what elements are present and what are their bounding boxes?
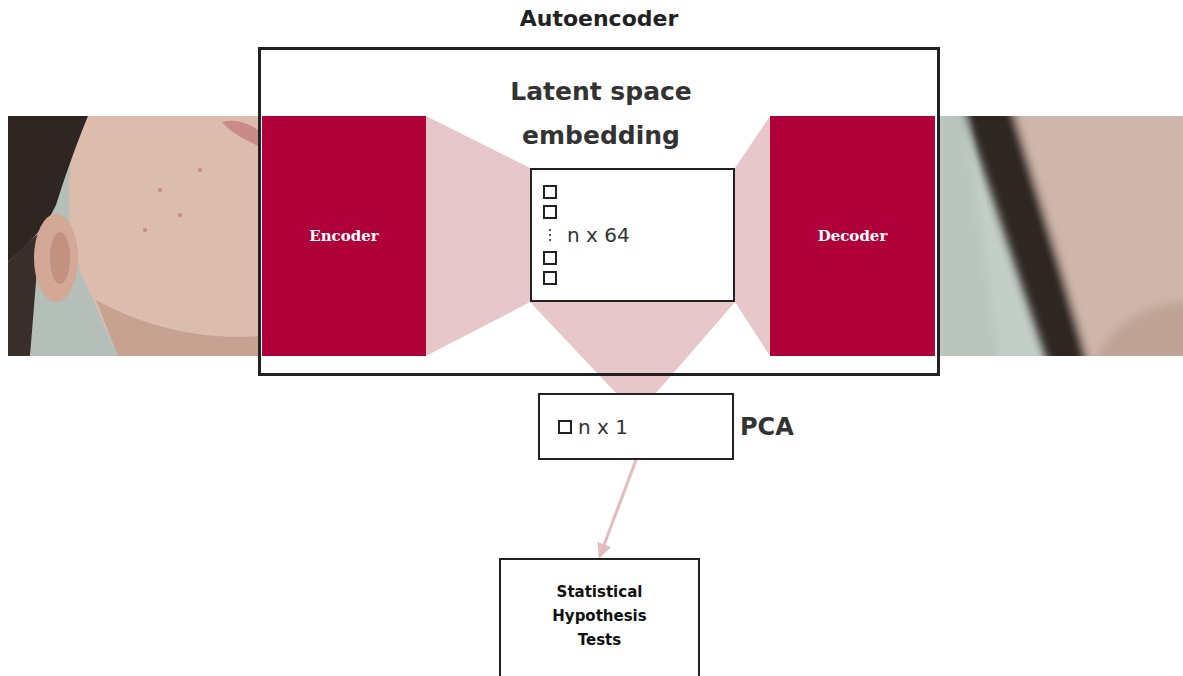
projection-band	[426, 116, 530, 356]
skin-spot	[143, 228, 147, 232]
dot	[549, 239, 551, 241]
neck-shadow	[1090, 300, 1183, 356]
lips	[222, 121, 258, 146]
decoder-block: Decoder	[770, 116, 935, 356]
vector-cell	[543, 271, 557, 285]
dimension-label: n x 1	[578, 415, 628, 439]
block-label: Decoder	[818, 227, 888, 245]
skin-spot	[178, 213, 182, 217]
ear-inner	[50, 232, 70, 284]
vector-cell	[543, 185, 557, 199]
box-label: Statistical Hypothesis Tests	[535, 580, 665, 652]
latent-heading: Latent space embedding	[481, 70, 721, 158]
encoder-block: Encoder	[262, 116, 426, 356]
block-label: Encoder	[309, 227, 378, 245]
flow-arrow	[600, 460, 637, 557]
dimension-label: n x 64	[567, 223, 630, 247]
face-skin	[69, 116, 258, 356]
dot	[549, 229, 551, 231]
pca-box: n x 1PCA	[538, 393, 734, 460]
photo-background	[8, 116, 258, 356]
vector-cell	[543, 205, 557, 219]
model-box: AutoencoderEncoderLatent space embedding…	[258, 47, 940, 376]
vector-cell	[543, 251, 557, 265]
projection-band	[530, 302, 735, 393]
ear	[34, 214, 78, 302]
test-box: Statistical Hypothesis Tests	[499, 558, 700, 676]
skin-spot	[198, 168, 202, 172]
reconstructed-photo	[940, 116, 1183, 356]
photo-wall	[940, 116, 1000, 356]
ellipsis-dots	[549, 226, 551, 244]
input-photo	[8, 116, 258, 356]
projection-band	[735, 116, 770, 356]
vector-cell	[558, 420, 572, 434]
dot	[549, 234, 551, 236]
latent-box: Latent space embeddingn x 64	[530, 168, 735, 302]
vector-icon	[543, 182, 557, 288]
model-title: Autoencoder	[261, 6, 937, 31]
skin-spot	[158, 188, 162, 192]
jaw-shadow	[96, 300, 258, 356]
method-label: PCA	[740, 413, 794, 441]
